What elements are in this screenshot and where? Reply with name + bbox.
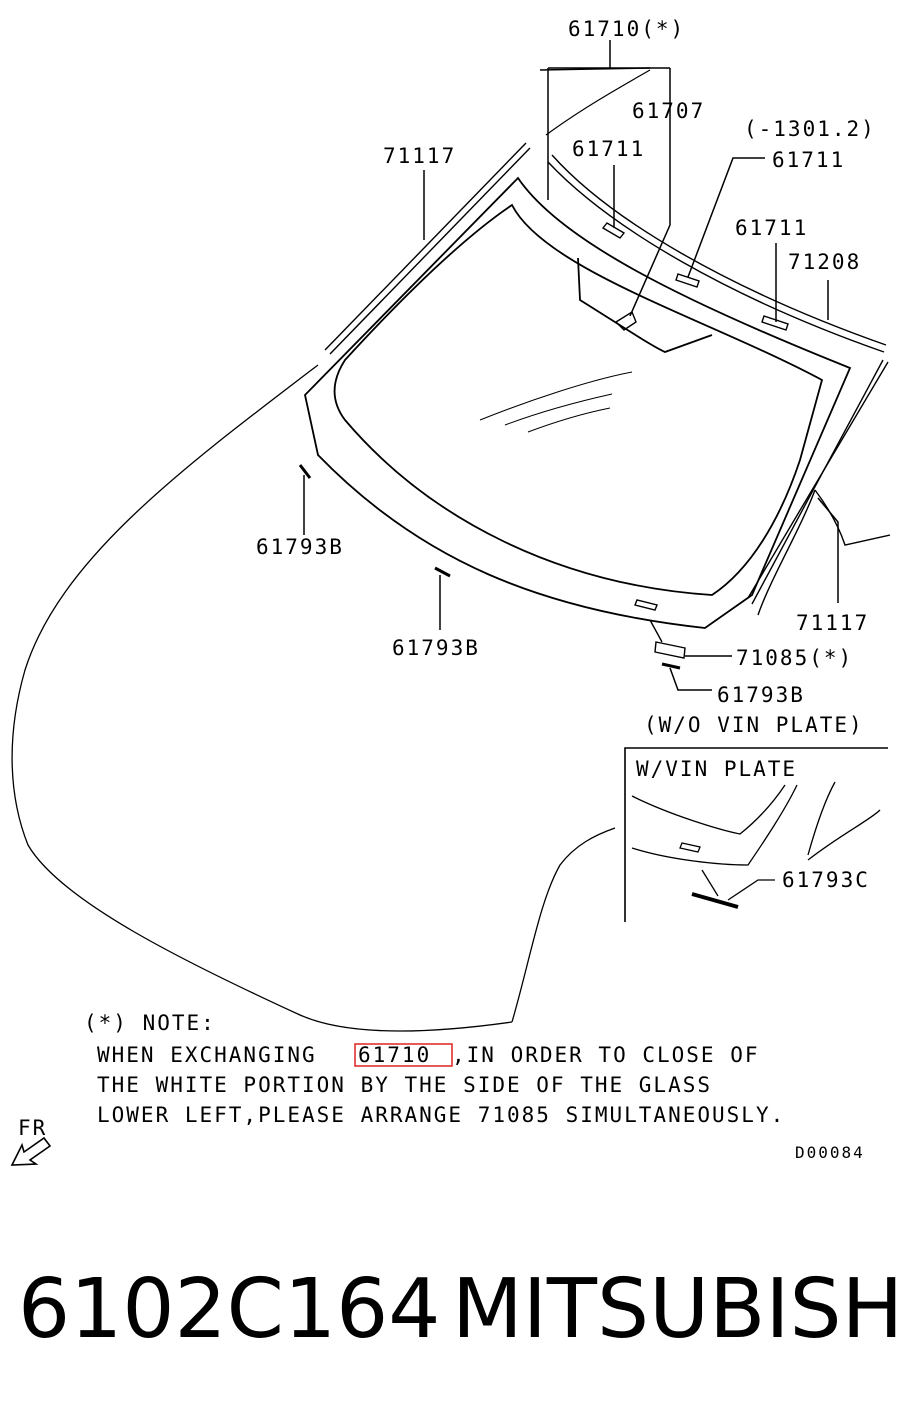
label-fr: FR bbox=[18, 1116, 47, 1140]
glare-lines bbox=[479, 371, 633, 433]
label-1301: (-1301.2) bbox=[744, 117, 876, 141]
windshield-parts-diagram: 61710(*) 61707 (-1301.2) 61711 61711 617… bbox=[10, 17, 891, 1166]
note-line-1-highlight: 61710 bbox=[358, 1043, 431, 1067]
windshield-glass bbox=[304, 176, 852, 629]
label-w-vin-plate: W/VIN PLATE bbox=[636, 757, 797, 781]
label-71117-b: 71117 bbox=[796, 611, 869, 635]
label-61711-b: 61711 bbox=[772, 148, 845, 172]
label-71117-a: 71117 bbox=[383, 144, 456, 168]
label-61793b-1: 61793B bbox=[256, 535, 344, 559]
clip-61711-1 bbox=[601, 222, 626, 239]
clip-61711-3 bbox=[761, 315, 789, 331]
drawing-code: D00084 bbox=[795, 1143, 865, 1162]
spacer-61793b-3 bbox=[661, 662, 681, 670]
front-arrow-icon bbox=[10, 1136, 52, 1166]
top-curve-line bbox=[545, 69, 651, 136]
label-61793b-2: 61793B bbox=[392, 636, 480, 660]
note-line-3: LOWER LEFT,PLEASE ARRANGE 71085 SIMULTAN… bbox=[97, 1103, 785, 1127]
clip-61711-2 bbox=[675, 273, 700, 288]
note-line-1-a: WHEN EXCHANGING bbox=[97, 1043, 317, 1067]
note-line-2: THE WHITE PORTION BY THE SIDE OF THE GLA… bbox=[97, 1073, 712, 1097]
top-moulding-71208 bbox=[547, 154, 887, 353]
label-61793b-3: 61793B bbox=[717, 683, 805, 707]
brand-name: MITSUBISHI bbox=[452, 1262, 909, 1357]
label-71208: 71208 bbox=[788, 250, 861, 274]
car-body-outline bbox=[11, 364, 616, 1032]
left-pillar-moulding bbox=[324, 142, 531, 355]
label-61793c: 61793C bbox=[782, 868, 870, 892]
label-61707: 61707 bbox=[632, 99, 705, 123]
label-61710: 61710(*) bbox=[568, 17, 685, 41]
spacer-61793b-2 bbox=[434, 566, 451, 578]
part-number: 6102C164 bbox=[18, 1262, 441, 1357]
right-pillar-moulding bbox=[747, 359, 891, 616]
note-highlight-box bbox=[354, 1043, 453, 1067]
label-61711-c: 61711 bbox=[735, 216, 808, 240]
spacer-61793b-1 bbox=[298, 464, 312, 479]
vin-plate-inset bbox=[624, 747, 888, 922]
note-line-1-b: ,IN ORDER TO CLOSE OF bbox=[452, 1043, 760, 1067]
mirror-base-61707 bbox=[614, 310, 637, 331]
label-71085: 71085(*) bbox=[736, 646, 853, 670]
vin-tag-71085 bbox=[634, 599, 686, 659]
footer: 6102C164 MITSUBISHI bbox=[0, 1262, 909, 1372]
label-wo-vin-plate: (W/O VIN PLATE) bbox=[644, 713, 864, 737]
note-heading: (*) NOTE: bbox=[84, 1011, 216, 1035]
label-61711-a: 61711 bbox=[572, 137, 645, 161]
